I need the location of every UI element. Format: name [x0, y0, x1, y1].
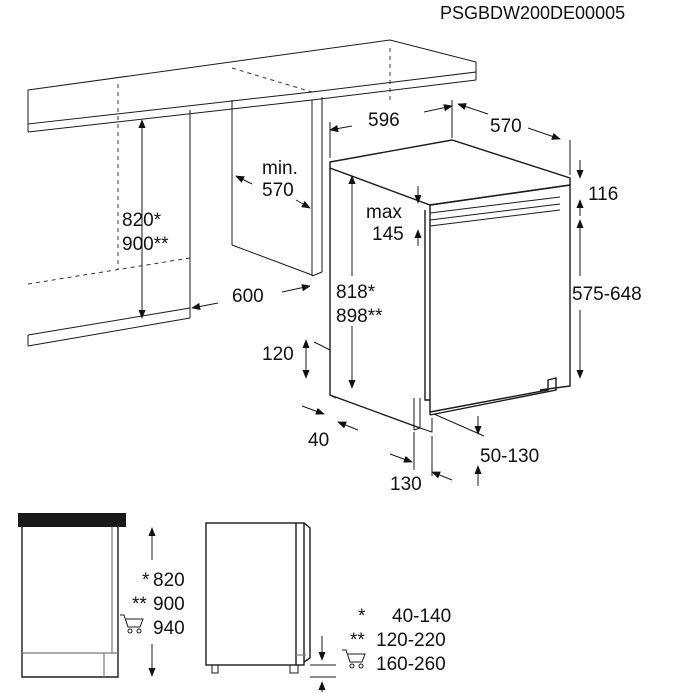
- legend-range-1: 40-140: [392, 606, 451, 627]
- unit-depth-label: 570: [490, 116, 522, 137]
- plinth-depth-label: 40: [308, 430, 329, 451]
- dimension-lines: [138, 100, 584, 486]
- diagram-code: PSGBDW200DE00005: [440, 3, 625, 23]
- niche-height-label-2: 900**: [122, 234, 169, 255]
- unit-width-label: 596: [368, 110, 400, 131]
- foot-depth-label: 130: [390, 474, 422, 495]
- legend-marker-2: **: [350, 630, 365, 651]
- height-value-1: 820: [153, 570, 185, 591]
- countertop: [27, 39, 477, 133]
- cart-icon: [120, 614, 144, 634]
- niche-min-value: 570: [262, 180, 294, 201]
- dishwasher-unit: [313, 139, 571, 433]
- foot-range-label: 50-130: [480, 446, 539, 467]
- upper-labels: 820* 900** min. 570 600 596 570 116 max …: [122, 110, 642, 495]
- height-value-3: 940: [153, 618, 185, 639]
- panel-max-label: max: [366, 202, 402, 223]
- side-view-dishwasher: [205, 522, 311, 674]
- unit-height-label-2: 898**: [336, 306, 383, 327]
- cart-icon: [342, 649, 366, 669]
- plinth-height-label: 120: [262, 344, 294, 365]
- panel-max-value: 145: [372, 224, 404, 245]
- height-marker-2: **: [132, 594, 147, 615]
- side-view-cabinet: [18, 513, 126, 678]
- top-gap-label: 116: [588, 184, 618, 205]
- legend-marker-1: *: [358, 606, 366, 627]
- left-cabinet: [27, 84, 191, 347]
- legend-range-3: 160-260: [376, 654, 446, 675]
- legend-range-2: 120-220: [376, 630, 446, 651]
- height-value-2: 900: [153, 594, 185, 615]
- niche-min-label: min.: [262, 158, 298, 179]
- unit-height-label-1: 818*: [336, 282, 376, 303]
- side-labels: * 820 ** 900 940 * 40-140 ** 120-220 160…: [132, 570, 451, 675]
- door-height-label: 575-648: [572, 284, 642, 305]
- side-dimension-lines: [148, 527, 336, 692]
- height-marker-1: *: [142, 570, 150, 591]
- niche-height-label-1: 820*: [122, 210, 162, 231]
- right-cabinet-wall: [231, 48, 391, 277]
- niche-width-label: 600: [232, 286, 264, 307]
